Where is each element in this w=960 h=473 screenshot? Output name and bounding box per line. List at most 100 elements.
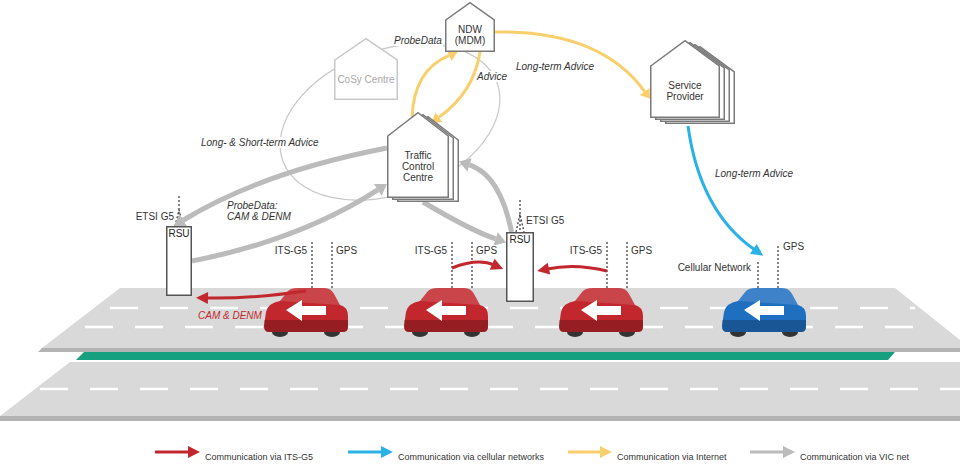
its-g5-arrow — [452, 262, 494, 268]
label-holder: Advice — [476, 66, 508, 84]
node-label: NDW (MDM) — [448, 24, 492, 46]
road-surface — [0, 362, 960, 416]
box-outline — [167, 227, 192, 296]
node-label: CoSy Centre — [337, 74, 394, 85]
legend-label: Communication via cellular networks — [398, 452, 544, 462]
annotation-label: ITS-G5 — [569, 245, 603, 256]
cars — [264, 288, 806, 337]
edge-label: Long- & Short-term Advice — [200, 137, 319, 148]
house-outline — [651, 41, 720, 118]
flow-arrow — [412, 55, 449, 116]
antenna — [331, 242, 332, 289]
legend-arrow — [750, 451, 785, 454]
provider-house: Service Provider — [650, 40, 735, 124]
cellular-car — [722, 288, 806, 337]
label-holder: CAM & DENM — [198, 305, 262, 323]
node-text-holder: NDW (MDM) — [445, 20, 495, 50]
label-holder: Long- & Short-term Advice — [200, 132, 319, 150]
house-outline — [335, 39, 398, 100]
label-holder: ETSI G5 — [135, 206, 175, 224]
label-holder: ProbeData — [393, 30, 443, 48]
legend-arrow — [568, 451, 602, 454]
label-holder: Communication via VIC net — [800, 446, 909, 464]
label-holder: ITS-G5 — [569, 240, 603, 258]
flow-arrow — [192, 190, 378, 261]
annotation-label: GPS — [630, 245, 653, 256]
annotation-label: GPS — [782, 241, 805, 252]
legend-label: Communication via ITS-G5 — [205, 452, 313, 462]
lane-marking — [40, 388, 960, 391]
node-text-holder: Traffic Control Centre — [387, 136, 449, 196]
label-holder: GPS — [335, 240, 358, 258]
antenna — [777, 246, 778, 290]
antenna — [626, 242, 627, 289]
annotation-label: GPS — [335, 245, 358, 256]
flow-arrow — [439, 52, 480, 117]
median-strip — [76, 352, 895, 360]
flow-arrow — [423, 202, 496, 239]
antenna — [471, 242, 472, 289]
road-edge — [0, 416, 960, 421]
node-text-holder: Service Provider — [650, 66, 720, 116]
label-holder: GPS — [475, 240, 498, 258]
annotation-label: ETSI G5 — [135, 211, 175, 222]
annotation-label: ITS-G5 — [274, 245, 308, 256]
antenna — [757, 262, 758, 290]
label-holder: Communication via ITS-G5 — [205, 446, 313, 464]
road-surface — [42, 288, 960, 348]
rsu-box: RSU — [506, 232, 534, 302]
annotation-label: ITS-G5 — [414, 245, 448, 256]
house-outline — [446, 3, 495, 52]
label-holder: ProbeData: CAM & DENM — [226, 200, 296, 222]
connected-car — [404, 288, 488, 337]
antenna — [606, 242, 607, 289]
edge-label: Advice — [476, 71, 508, 82]
legend-label: Communication via VIC net — [800, 452, 909, 462]
label-holder: GPS — [782, 236, 805, 254]
node-label: RSU — [509, 234, 530, 245]
road — [0, 288, 960, 421]
control-centre-house: Traffic Control Centre — [387, 112, 459, 202]
edge-label: Long-term Advice — [515, 61, 595, 72]
label-holder: ITS-G5 — [274, 240, 308, 258]
connected-car — [559, 288, 643, 337]
antenna — [451, 242, 452, 289]
label-holder: GPS — [630, 240, 653, 258]
centre-house-shape — [334, 38, 398, 100]
node-text-holder: CoSy Centre — [334, 60, 398, 98]
annotation-label: ETSI G5 — [525, 215, 565, 226]
label-holder: Long-term Advice — [714, 163, 794, 181]
antenna — [175, 210, 183, 226]
label-holder: Cellular Network — [677, 257, 752, 275]
label-holder: Long-term Advice — [515, 56, 595, 74]
node-label: Traffic Control Centre — [390, 150, 446, 183]
antenna — [516, 214, 524, 232]
edge-label: ProbeData: CAM & DENM — [226, 200, 296, 222]
rsu-box: RSU — [166, 226, 192, 296]
its-g5-links — [206, 262, 607, 298]
label-holder: Communication via cellular networks — [398, 446, 544, 464]
cellular-arrow — [688, 126, 755, 250]
label-holder: Communication via Internet — [617, 446, 727, 464]
data-warehouse-house: NDW (MDM) — [445, 2, 495, 52]
node-text-holder: RSU — [166, 228, 192, 239]
node-label: Service Provider — [653, 80, 717, 102]
annotation-label: GPS — [475, 245, 498, 256]
legend-label: Communication via Internet — [617, 452, 727, 462]
house-outline — [388, 113, 449, 198]
lane-marking — [85, 326, 935, 329]
antenna — [311, 242, 312, 289]
annotation-label: Cellular Network — [677, 262, 752, 273]
edge-label: ProbeData — [393, 35, 443, 46]
box-outline — [507, 233, 534, 302]
flow-arrow — [495, 32, 645, 92]
legend-arrow — [155, 451, 190, 454]
its-g5-arrow — [206, 291, 306, 298]
centre-house: CoSy Centre — [334, 38, 398, 100]
node-label: RSU — [168, 228, 189, 239]
label-holder: ITS-G5 — [414, 240, 448, 258]
annotation-label: CAM & DENM — [198, 310, 262, 321]
its-g5-arrow — [547, 266, 607, 271]
road-edge — [38, 348, 960, 352]
